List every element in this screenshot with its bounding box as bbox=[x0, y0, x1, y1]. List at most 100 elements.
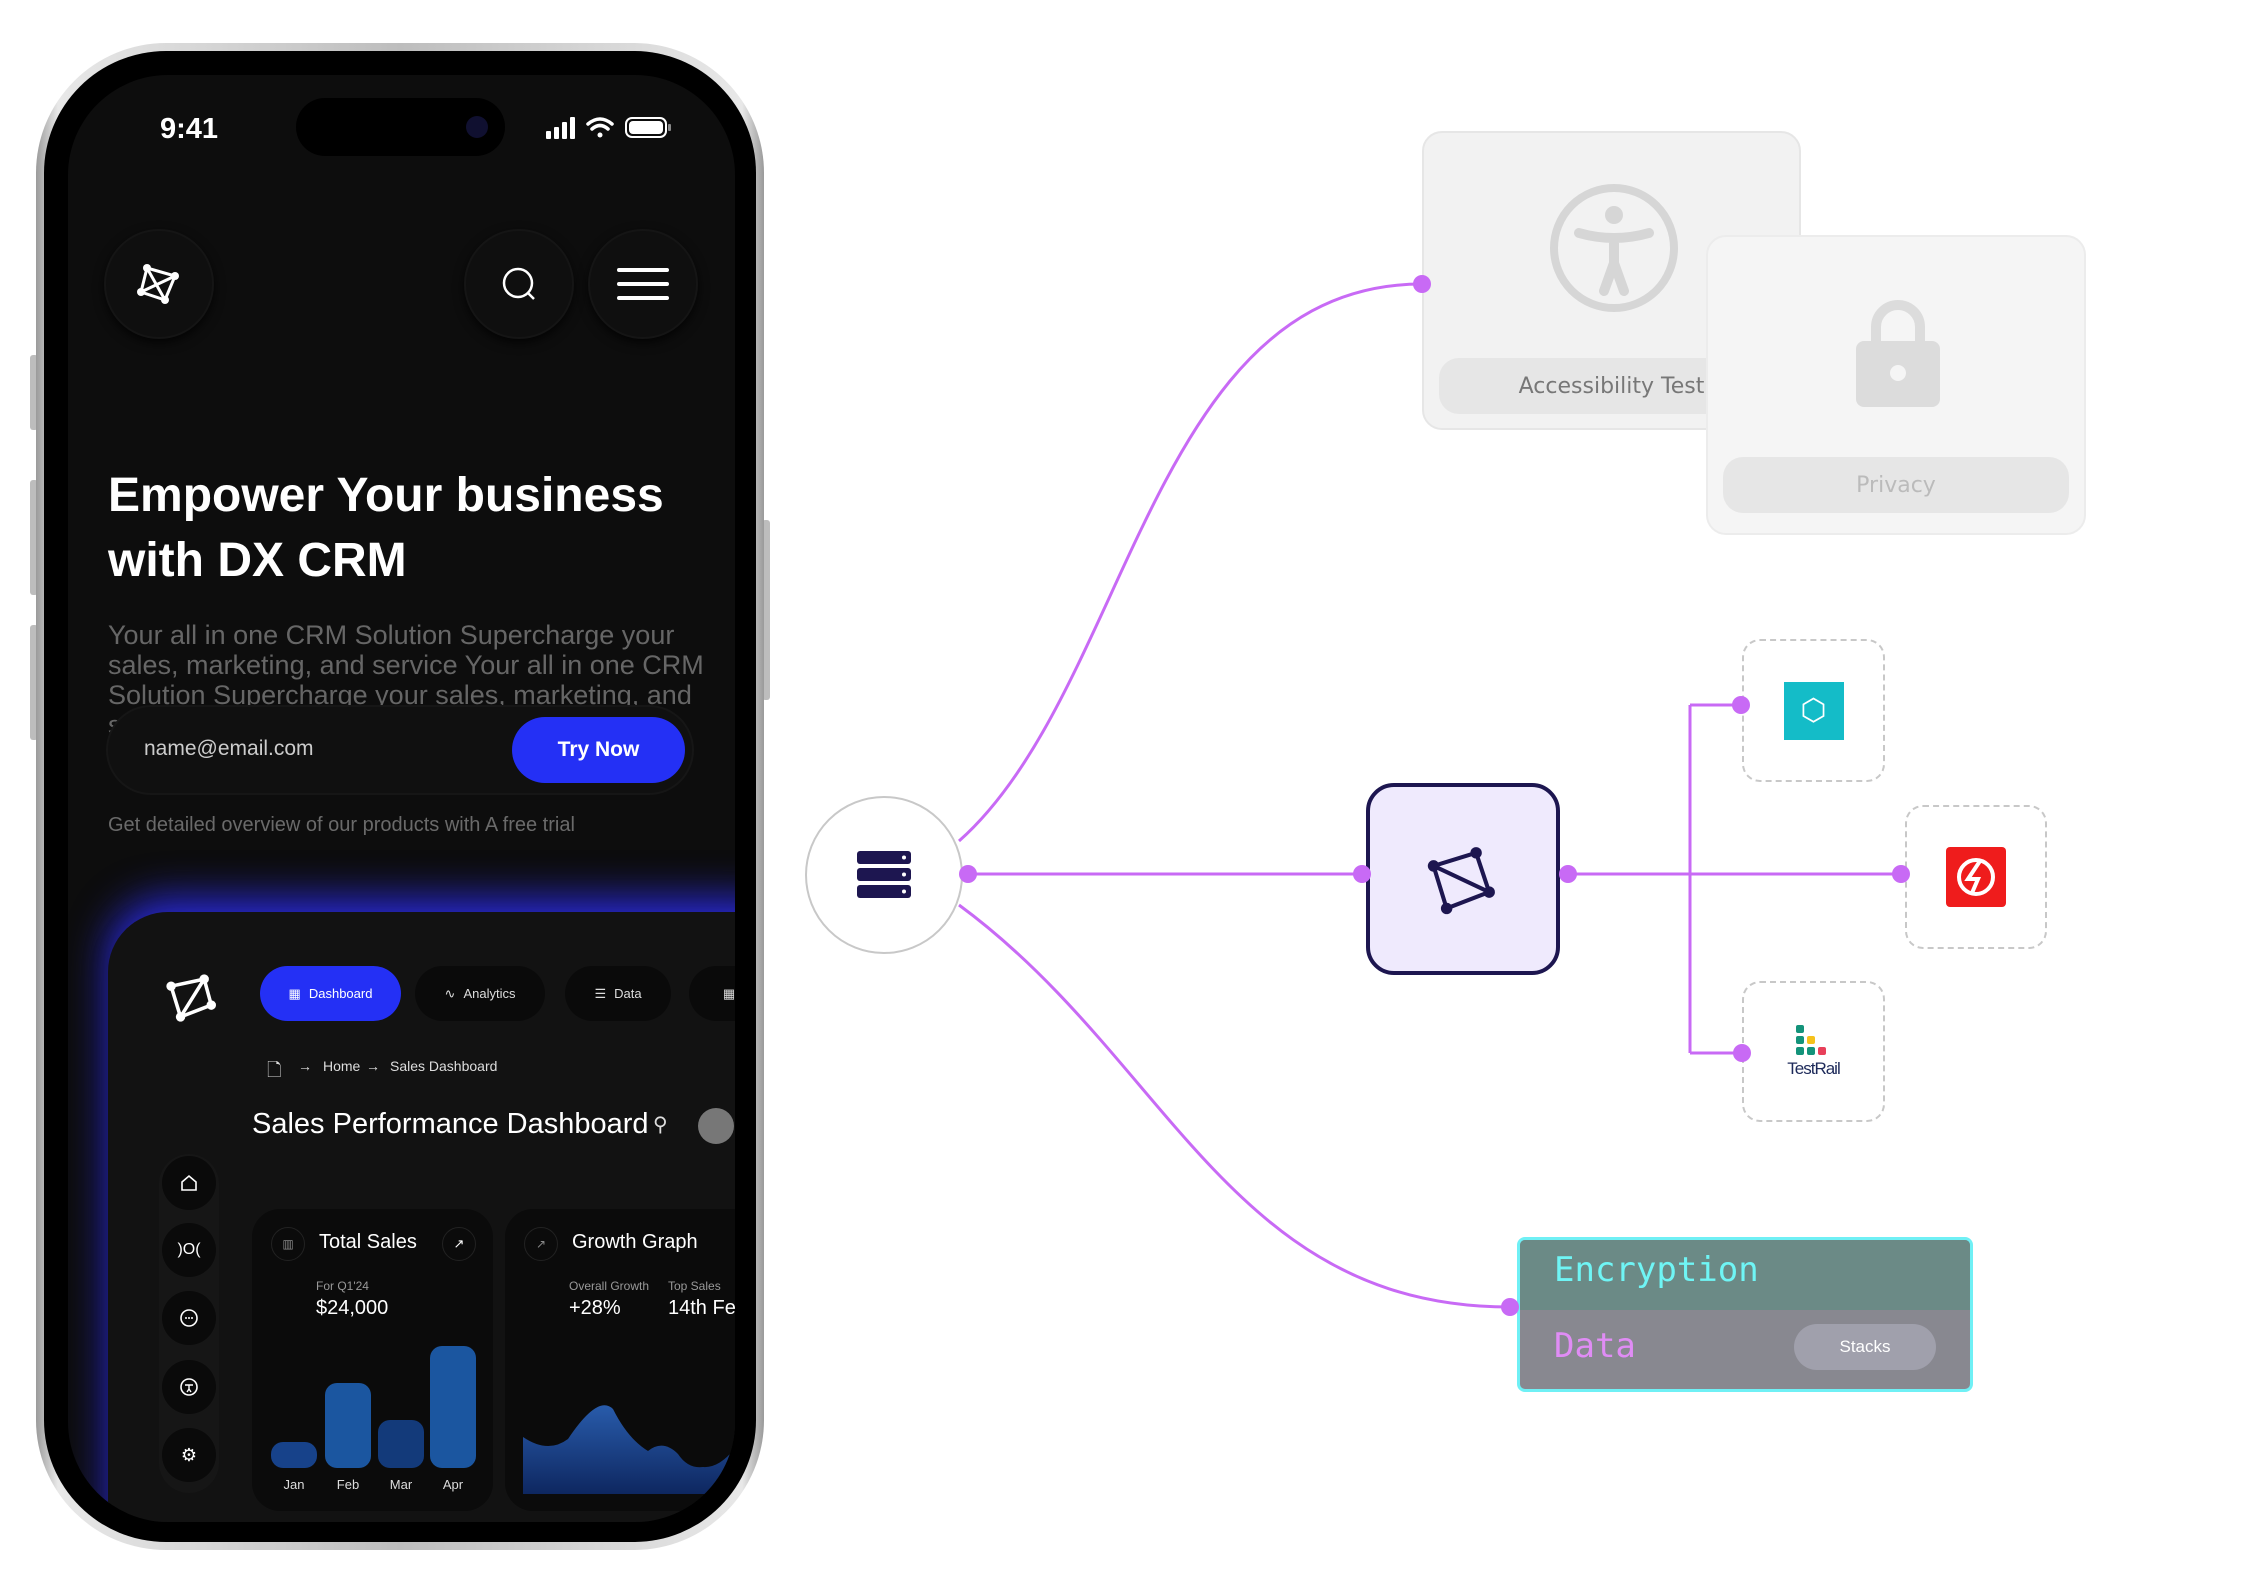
dashboard-logo-icon bbox=[166, 974, 216, 1022]
status-icons bbox=[546, 117, 671, 139]
battery-icon bbox=[625, 117, 671, 138]
connector-handle[interactable] bbox=[1353, 865, 1371, 883]
chat-icon[interactable] bbox=[162, 1291, 216, 1345]
signal-icon bbox=[546, 117, 575, 139]
bar-label: Feb bbox=[336, 1477, 360, 1492]
connector-handle[interactable] bbox=[1501, 1298, 1519, 1316]
grid-icon: ▦ bbox=[288, 985, 301, 1001]
database-icon: ☰ bbox=[594, 985, 607, 1001]
growth-area-chart bbox=[523, 1405, 735, 1494]
settings-icon[interactable]: ⚙ bbox=[162, 1428, 216, 1482]
dashboard-preview: ▦Dashboard ∿Analytics ☰Data ▦ 🗋 → Home →… bbox=[108, 912, 735, 1522]
trend-icon: ↗ bbox=[524, 1227, 558, 1261]
arrow-up-right-icon[interactable]: ↗ bbox=[442, 1227, 476, 1261]
wifi-icon bbox=[586, 117, 614, 138]
dynamic-island bbox=[296, 98, 505, 156]
search-button[interactable] bbox=[466, 231, 572, 337]
sales-value: $24,000 bbox=[316, 1297, 389, 1319]
connector-branch bbox=[1688, 703, 1742, 1055]
bar-label: Apr bbox=[442, 1477, 464, 1492]
phone-button bbox=[30, 480, 38, 595]
overall-growth-label: Overall Growth bbox=[569, 1279, 650, 1293]
encryption-label: Encryption bbox=[1520, 1240, 1970, 1310]
tab-analytics[interactable]: ∿Analytics bbox=[415, 966, 545, 1021]
connector-handle[interactable] bbox=[1413, 275, 1431, 293]
pulse-icon: ∿ bbox=[444, 985, 456, 1001]
arrow-right-icon: → bbox=[366, 1058, 380, 1074]
connector-handle[interactable] bbox=[1732, 696, 1750, 714]
card-title: Growth Graph bbox=[572, 1231, 698, 1253]
server-icon bbox=[857, 851, 911, 898]
sales-bar-feb bbox=[325, 1382, 371, 1468]
grid-icon: ▦ bbox=[722, 985, 735, 1001]
logo-button[interactable] bbox=[106, 231, 212, 337]
connector-handle[interactable] bbox=[1733, 1044, 1751, 1062]
data-label: Data bbox=[1554, 1326, 1636, 1366]
phone-button bbox=[30, 355, 38, 430]
logo-icon bbox=[137, 264, 179, 304]
network-icon[interactable]: )O( bbox=[162, 1223, 216, 1277]
integration-node-1[interactable]: ⬡ bbox=[1742, 639, 1885, 782]
status-time: 9:41 bbox=[160, 113, 219, 145]
top-sales-label: Top Sales bbox=[668, 1279, 721, 1293]
menu-button[interactable] bbox=[590, 231, 696, 337]
tab-more[interactable]: ▦ bbox=[689, 966, 735, 1021]
connector-encryption bbox=[958, 903, 1511, 1309]
connector-handle[interactable] bbox=[1892, 865, 1910, 883]
connector-handle[interactable] bbox=[1559, 865, 1577, 883]
try-now-button[interactable]: Try Now bbox=[512, 717, 685, 783]
sales-bar-jan bbox=[271, 1442, 317, 1468]
email-input[interactable]: name@email.com bbox=[144, 737, 314, 760]
testrail-label: TestRail bbox=[1787, 1058, 1840, 1078]
accessibility-icon bbox=[1550, 184, 1678, 312]
hero-headline: Empower Your business with DX CRM bbox=[108, 469, 664, 587]
bar-chart-icon: ▥ bbox=[271, 1227, 305, 1261]
privacy-label: Privacy bbox=[1723, 457, 2069, 513]
tab-data[interactable]: ☰Data bbox=[565, 966, 671, 1021]
trial-caption: Get detailed overview of our products wi… bbox=[108, 814, 575, 836]
connector-handle[interactable] bbox=[959, 865, 977, 883]
sidebar: )O( ⚙ bbox=[159, 1154, 219, 1493]
server-node[interactable] bbox=[805, 796, 963, 954]
phone-button bbox=[762, 520, 770, 700]
connector-accessibility bbox=[958, 282, 1423, 843]
hamburger-icon bbox=[617, 268, 669, 300]
breadcrumb-current[interactable]: Sales Dashboard bbox=[390, 1058, 498, 1074]
integration-node-testrail[interactable]: TestRail bbox=[1742, 981, 1885, 1122]
signup-form: name@email.com Try Now bbox=[108, 707, 692, 793]
total-sales-card: ▥ Total Sales ↗ For Q1'24 $24,000 Jan Feb… bbox=[252, 1209, 493, 1511]
core-node[interactable] bbox=[1366, 783, 1560, 975]
bar-label: Mar bbox=[389, 1477, 413, 1492]
phone-button bbox=[30, 625, 38, 740]
top-sales-value: 14th Fe bbox=[668, 1297, 735, 1319]
bar-label: Jan bbox=[283, 1477, 305, 1492]
sales-bar-apr bbox=[430, 1346, 476, 1468]
home-icon[interactable] bbox=[162, 1156, 216, 1210]
filter-icon[interactable]: ⚲ bbox=[653, 1114, 668, 1136]
accessibility-icon[interactable] bbox=[162, 1360, 216, 1414]
stacks-button[interactable]: Stacks bbox=[1794, 1324, 1936, 1370]
growth-graph-card: ↗ Growth Graph Overall Growth +28% Top S… bbox=[505, 1209, 735, 1511]
logo-icon bbox=[1427, 847, 1495, 915]
overall-growth-value: +28% bbox=[569, 1297, 621, 1319]
phone-screen: 9:41 Empower Your business with DX CRM Y… bbox=[68, 75, 735, 1522]
arrow-right-icon: → bbox=[298, 1058, 312, 1074]
testrail-logo-icon bbox=[1795, 1024, 1826, 1055]
sales-bar-mar bbox=[378, 1420, 424, 1468]
file-icon: 🗋 bbox=[267, 1060, 282, 1080]
tab-dashboard[interactable]: ▦Dashboard bbox=[260, 966, 401, 1021]
period-label: For Q1'24 bbox=[316, 1279, 369, 1293]
breadcrumb-home[interactable]: Home bbox=[323, 1058, 361, 1074]
lock-icon bbox=[1856, 300, 1940, 407]
integration-node-2[interactable] bbox=[1905, 805, 2047, 949]
lightning-logo-icon bbox=[1946, 847, 2006, 907]
integration-logo-icon: ⬡ bbox=[1783, 681, 1844, 740]
growth-area bbox=[523, 1405, 735, 1494]
card-title: Total Sales bbox=[319, 1231, 417, 1253]
privacy-card[interactable]: Privacy bbox=[1706, 235, 2086, 535]
search-icon bbox=[502, 267, 535, 300]
encryption-data-card[interactable]: Encryption Data Stacks bbox=[1517, 1237, 1973, 1392]
calendar-button[interactable] bbox=[698, 1108, 734, 1144]
dashboard-title: Sales Performance Dashboard bbox=[252, 1108, 649, 1140]
